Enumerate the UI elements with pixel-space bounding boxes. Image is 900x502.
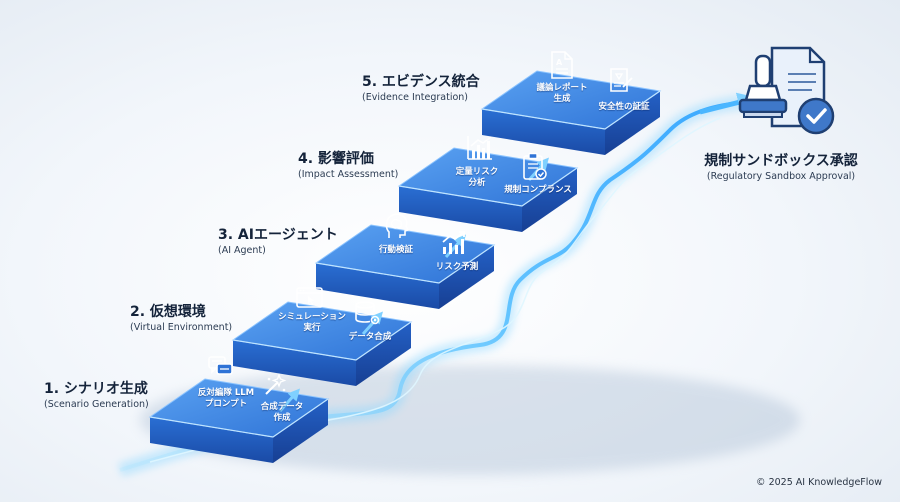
step-1-subtitle: (Scenario Generation)	[44, 399, 149, 410]
final-label: 規制サンドボックス承認 (Regulatory Sandbox Approval…	[686, 152, 876, 183]
step-5-title: 5. エビデンス統合	[362, 74, 480, 90]
step-block-2-front	[233, 340, 356, 386]
step-block-3	[314, 224, 496, 309]
magic-wand-icon	[265, 373, 287, 395]
final-title: 規制サンドボックス承認	[704, 153, 858, 169]
step-block-3-front	[316, 263, 439, 309]
step-block-1-edge	[149, 398, 329, 438]
brain-head-icon	[385, 213, 410, 238]
copyright-text: © 2025 AI KnowledgeFlow	[756, 477, 882, 488]
svg-text:A: A	[556, 58, 563, 67]
approval-stamp-icon	[738, 46, 835, 135]
step-block-5-side	[605, 91, 660, 155]
bar-chart-icon	[467, 136, 492, 160]
step-arrow-1	[278, 388, 300, 412]
certificate-icon	[610, 68, 633, 92]
step-1-label: 1. シナリオ生成 (Scenario Generation)	[44, 380, 149, 411]
browser-window-icon	[296, 287, 323, 308]
step-arrow-2	[361, 311, 383, 335]
step-block-2-side	[356, 322, 411, 386]
step-2-label: 2. 仮想環境 (Virtual Environment)	[130, 303, 232, 334]
step-block-4-edge	[398, 167, 578, 207]
document-icon: A	[551, 51, 573, 79]
step-4-label: 4. 影響評価 (Impact Assessment)	[298, 150, 398, 181]
step-3-subtitle: (AI Agent)	[218, 245, 266, 256]
step-block-1	[148, 378, 330, 463]
step-block-2-edge	[232, 321, 412, 361]
step-3-title: 3. AIエージェント	[218, 227, 338, 243]
step-2-item-2-label: データ合成	[348, 332, 392, 342]
step-3-label: 3. AIエージェント (AI Agent)	[218, 226, 338, 257]
step-2-item-1-label: シミュレーション 実行	[278, 312, 346, 333]
step-1-item-1-label: 反対編隊 LLM プロンプト	[197, 388, 255, 409]
step-5-item-2-label: 安全性の証証	[598, 102, 650, 112]
step-1-item-2-label: 合成データ 作成	[260, 402, 304, 423]
step-block-2	[231, 301, 413, 386]
step-2-subtitle: (Virtual Environment)	[130, 322, 233, 333]
final-subtitle: (Regulatory Sandbox Approval)	[706, 171, 856, 182]
database-gear-icon	[355, 301, 380, 325]
step-5-subtitle: (Evidence Integration)	[362, 92, 469, 103]
step-block-5-edge	[481, 90, 661, 130]
step-block-5-front	[482, 109, 605, 155]
step-block-3-edge	[315, 244, 495, 284]
step-block-1-front	[150, 417, 273, 463]
step-4-item-2-label: 規制コンプランス	[504, 185, 572, 195]
step-1-title: 1. シナリオ生成	[44, 381, 148, 397]
trend-chart-icon	[442, 231, 465, 254]
step-block-4-side	[522, 168, 577, 232]
step-block-4	[397, 147, 579, 232]
clipboard-check-icon	[523, 152, 547, 180]
step-block-4-front	[399, 186, 522, 232]
step-block-1-side	[273, 399, 328, 463]
step-4-title: 4. 影響評価	[298, 151, 374, 167]
step-5-label: 5. エビデンス統合 (Evidence Integration)	[362, 73, 480, 104]
step-3-item-2-label: リスク予測	[435, 262, 479, 272]
step-4-subtitle: (Impact Assessment)	[298, 169, 399, 180]
step-3-item-1-label: 行動検証	[378, 245, 413, 255]
chat-bubbles-icon	[208, 356, 233, 375]
step-5-item-1-label: 議論レポート 生成	[536, 83, 588, 104]
step-4-item-1-label: 定量リスク 分析	[455, 167, 499, 188]
step-arrow-3	[444, 234, 466, 258]
step-block-3-side	[439, 245, 494, 309]
step-2-title: 2. 仮想環境	[130, 304, 206, 320]
ground-shadow	[140, 365, 800, 475]
